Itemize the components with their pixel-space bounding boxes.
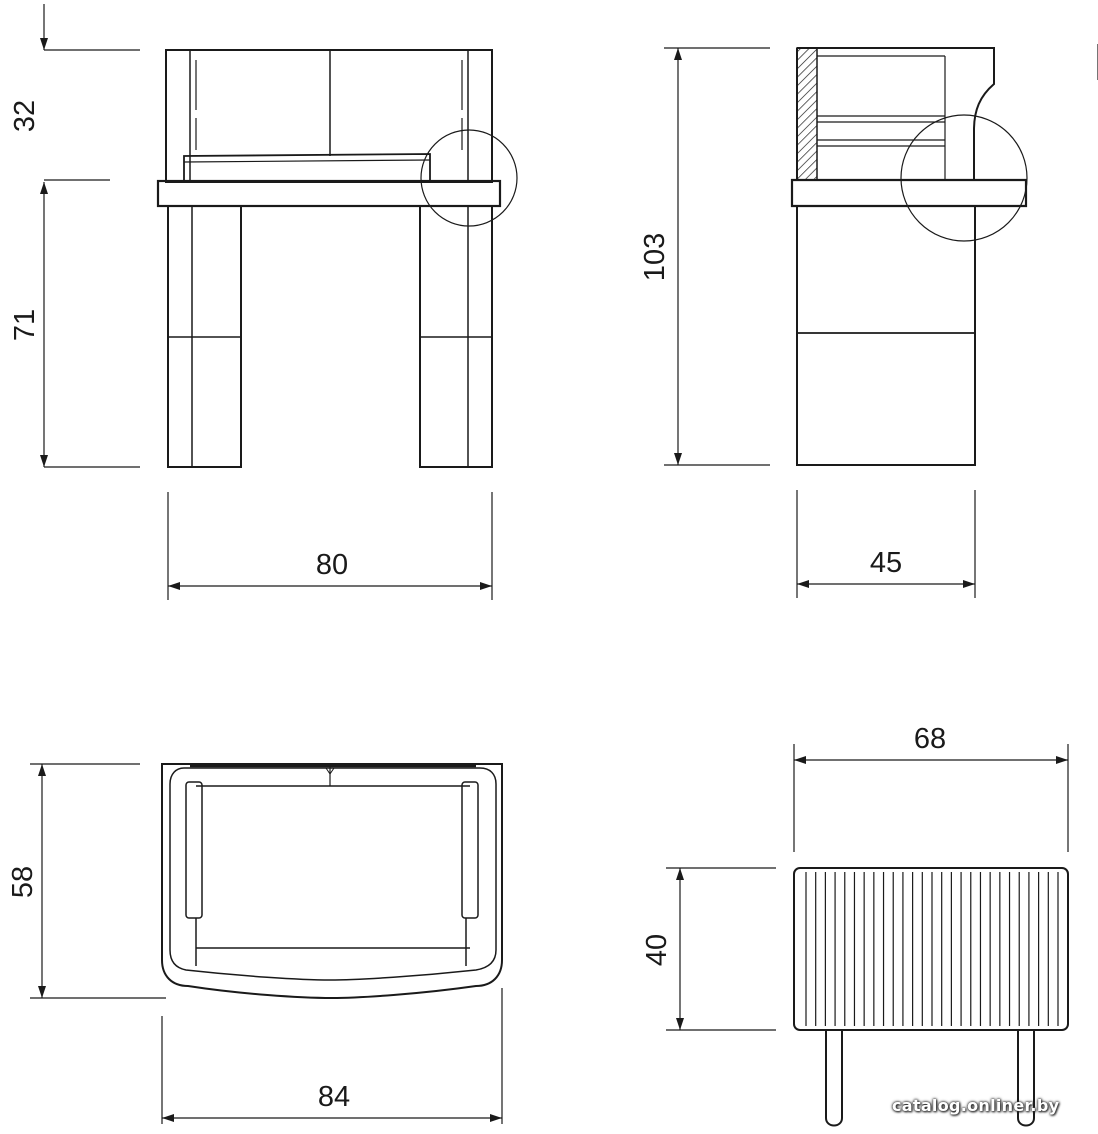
grille-dimension-lines <box>666 744 1069 1031</box>
dim-side-depth: 45 <box>870 547 902 579</box>
dim-small-height: 40 <box>641 934 673 966</box>
dim-small-width: 68 <box>914 723 946 755</box>
dim-front-top-height: 32 <box>9 100 41 132</box>
dim-front-width: 80 <box>316 549 348 581</box>
watermark: catalog.onliner.by <box>892 1096 1060 1115</box>
grille-part <box>793 867 1069 1127</box>
front-dimension-lines <box>40 4 493 600</box>
dim-top-view-width: 84 <box>318 1081 350 1113</box>
top-dimension-lines <box>30 763 503 1124</box>
dim-top-view-depth: 58 <box>7 866 39 898</box>
top-view <box>161 763 503 1000</box>
front-view <box>156 49 518 468</box>
side-dimension-lines <box>664 44 1098 598</box>
dim-front-lower-height: 71 <box>9 309 41 341</box>
side-view <box>790 47 1028 466</box>
dim-side-total-height: 103 <box>639 233 671 281</box>
